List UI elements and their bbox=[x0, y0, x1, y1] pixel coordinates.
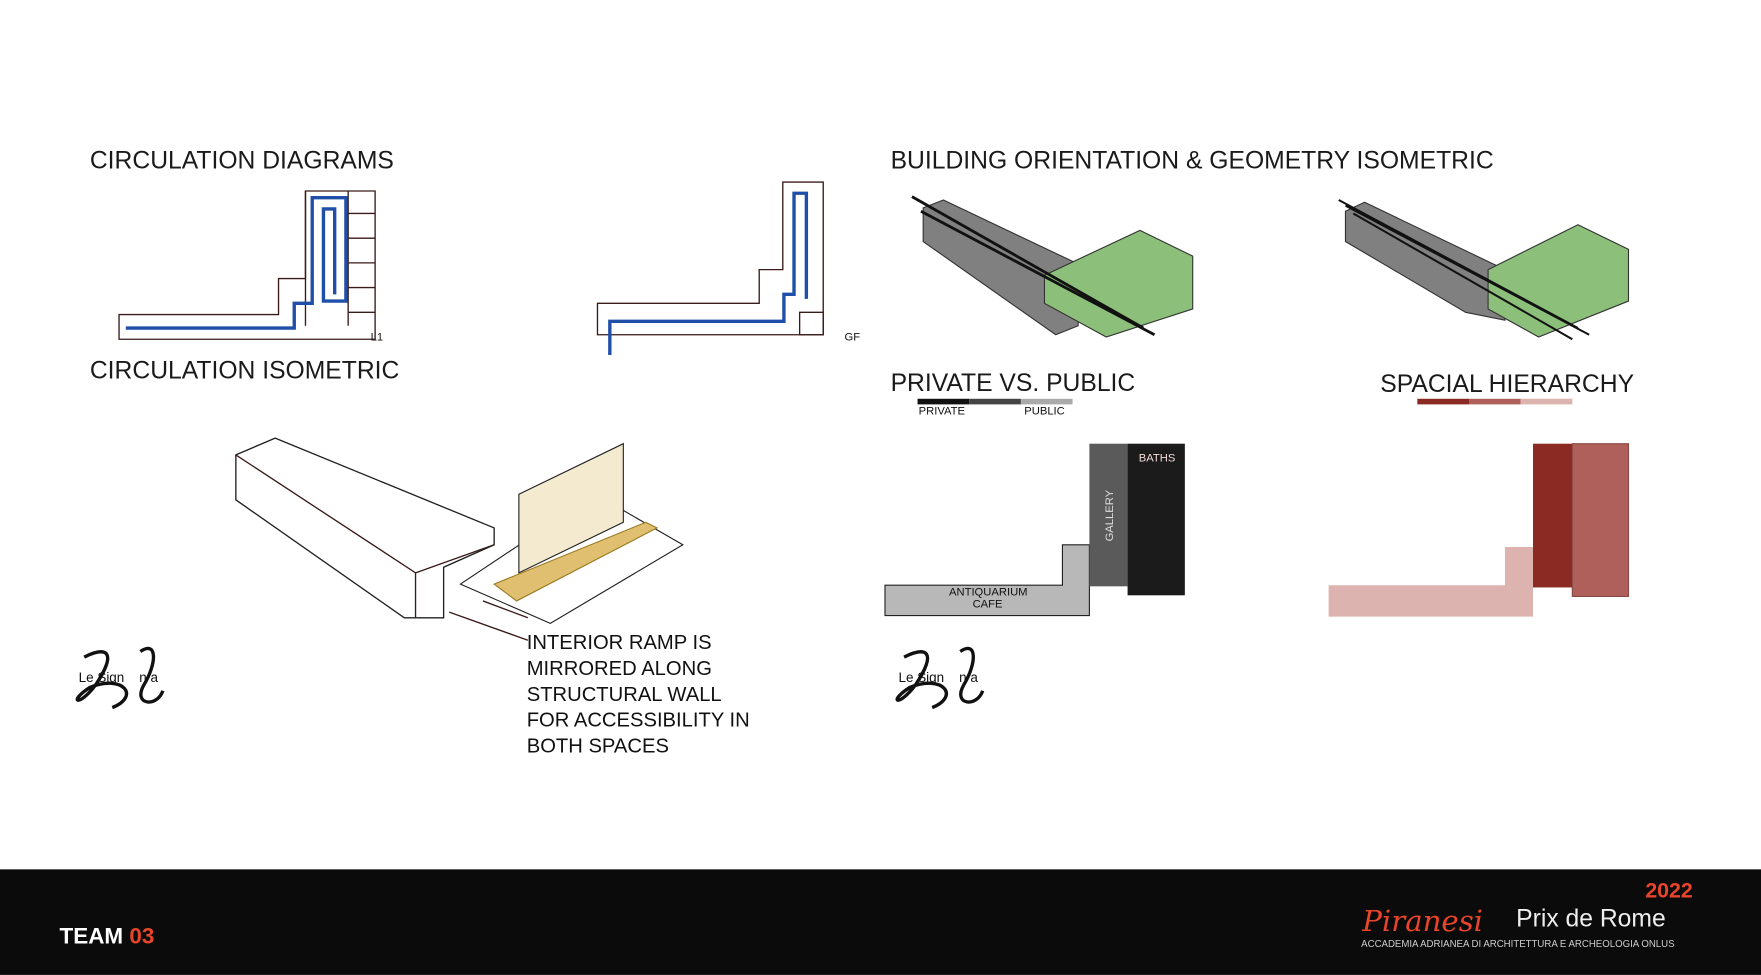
svg-text:Le Sign n a: Le Sign n a bbox=[79, 670, 159, 685]
svg-text:PRIVATE: PRIVATE bbox=[919, 405, 965, 417]
svg-text:BOTH SPACES: BOTH SPACES bbox=[527, 736, 669, 758]
circulation-isometric-drawing bbox=[235, 437, 684, 641]
heading-spacial-hierarchy: SPACIAL HIERARCHY bbox=[1380, 371, 1634, 398]
circulation-plan-gf: GF bbox=[596, 181, 861, 355]
svg-text:FOR ACCESSIBILITY IN: FOR ACCESSIBILITY IN bbox=[527, 710, 750, 732]
svg-text:Le Sign n a: Le Sign n a bbox=[898, 670, 978, 685]
signature-logo-2: Le Sign n a bbox=[895, 646, 985, 710]
svg-text:INTERIOR RAMP IS: INTERIOR RAMP IS bbox=[527, 632, 712, 654]
level-label-l1: L1 bbox=[371, 331, 383, 343]
heading-orientation: BUILDING ORIENTATION & GEOMETRY ISOMETRI… bbox=[891, 148, 1494, 175]
hierarchy-legend bbox=[1417, 398, 1573, 405]
svg-text:PUBLIC: PUBLIC bbox=[1024, 405, 1065, 417]
footer-bar bbox=[0, 869, 1761, 975]
orientation-isometric-2 bbox=[1338, 199, 1630, 341]
private-public-plan: BATHS GALLERY ANTIQUARIUM CAFE bbox=[884, 443, 1185, 617]
ramp-note: INTERIOR RAMP IS MIRRORED ALONG STRUCTUR… bbox=[527, 632, 750, 757]
room-gallery: GALLERY bbox=[1104, 489, 1116, 541]
logo-script: Piranesi bbox=[1361, 904, 1483, 938]
heading-private-public: PRIVATE VS. PUBLIC bbox=[891, 370, 1136, 397]
room-baths: BATHS bbox=[1139, 453, 1176, 465]
logo-title: Prix de Rome bbox=[1516, 906, 1666, 933]
heading-circulation-diagrams: CIRCULATION DIAGRAMS bbox=[90, 148, 394, 175]
room-cafe: CAFE bbox=[973, 599, 1003, 611]
team-label: TEAM 03 bbox=[60, 923, 155, 948]
logo-subtitle: ACCADEMIA ADRIANEA DI ARCHITETTURA E ARC… bbox=[1361, 939, 1674, 950]
private-public-legend: PRIVATE PUBLIC bbox=[917, 398, 1073, 417]
hierarchy-plan bbox=[1328, 443, 1630, 617]
room-antiquarium: ANTIQUARIUM bbox=[949, 586, 1028, 598]
level-label-gf: GF bbox=[845, 331, 861, 343]
circulation-plan-l1: L1 bbox=[118, 190, 383, 343]
svg-text:STRUCTURAL WALL: STRUCTURAL WALL bbox=[527, 684, 722, 706]
heading-circulation-isometric: CIRCULATION ISOMETRIC bbox=[90, 358, 400, 385]
orientation-isometric-1 bbox=[911, 195, 1194, 338]
year: 2022 bbox=[1645, 878, 1692, 902]
signature-logo: Le Sign n a bbox=[75, 646, 165, 710]
svg-text:MIRRORED ALONG: MIRRORED ALONG bbox=[527, 658, 712, 680]
